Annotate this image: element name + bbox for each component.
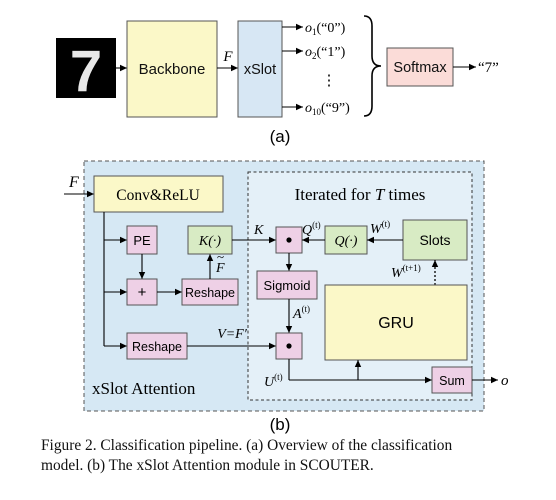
- sigmoid-label: Sigmoid: [264, 278, 311, 293]
- xslot-box: [237, 20, 283, 118]
- panel-a-tag: (a): [270, 127, 291, 146]
- figure-caption: Figure 2. Classification pipeline. (a) O…: [41, 436, 546, 476]
- slots-box: [402, 219, 468, 261]
- Q-label: Q(t): [302, 220, 321, 238]
- F-label-a: F: [222, 49, 233, 65]
- caption-line-1: Figure 2. Classification pipeline. (a) O…: [41, 437, 453, 454]
- reshape-upper-box: [181, 278, 239, 306]
- K-func-label: K(·): [198, 234, 222, 249]
- A-label: A(t): [292, 304, 310, 322]
- F-input-label: F: [68, 174, 79, 191]
- caption-line-2: model. (b) The xSlot Attention module in…: [41, 457, 374, 474]
- conv-relu-box: [93, 175, 224, 213]
- dot-upper-mark: [286, 237, 292, 243]
- dot-lower-mark: [286, 343, 292, 349]
- sum-box: [431, 366, 473, 394]
- reshape-lower-label: Reshape: [132, 340, 182, 354]
- backbone-label: Backbone: [139, 61, 206, 78]
- output-10: o10(“9”): [305, 101, 350, 117]
- F-tilde-label: F: [215, 261, 225, 276]
- V-label: V=F′: [217, 327, 248, 342]
- output-1: o1(“0”): [305, 21, 346, 37]
- xslot-label: xSlot: [244, 62, 276, 78]
- output-2: o2(“1”): [305, 45, 346, 61]
- slots-label: Slots: [419, 232, 450, 248]
- W-next-label: W(t+1): [391, 263, 421, 281]
- reshape-lower-box: [126, 332, 188, 360]
- pe-box: [126, 225, 158, 255]
- pe-label: PE: [133, 233, 151, 248]
- K-label: K: [253, 223, 264, 238]
- output-dots: ⋮: [322, 73, 337, 89]
- F-tilde-mark: ~: [217, 249, 224, 264]
- W-label: W(t): [370, 219, 390, 237]
- module-title: xSlot Attention: [92, 379, 196, 398]
- panel-b-tag: (b): [270, 415, 291, 434]
- digit-image: [56, 38, 116, 98]
- gru-box: [324, 284, 468, 361]
- conv-relu-label: Conv&ReLU: [116, 187, 200, 204]
- result-label: “7”: [478, 60, 499, 76]
- reshape-upper-label: Reshape: [185, 286, 235, 300]
- gru-label: GRU: [378, 315, 414, 332]
- panel-b: Iterated for T times F Conv&ReLU PE + Re…: [64, 160, 509, 434]
- panel-a: 7 Backbone F xSlot o1(“0”) o2(“1”) ⋮ o10…: [56, 15, 499, 146]
- backbone-box: [126, 20, 218, 118]
- softmax-label: Softmax: [393, 60, 447, 76]
- Q-func-label: Q(·): [335, 234, 358, 249]
- plus-label: +: [138, 284, 147, 301]
- plus-box: [126, 278, 158, 306]
- sigmoid-box: [256, 270, 318, 300]
- sum-label: Sum: [439, 374, 465, 388]
- output-brace: [363, 15, 382, 117]
- o-out-label: o: [501, 373, 509, 389]
- K-func-box: [187, 225, 233, 255]
- iterated-title: Iterated for T times: [295, 185, 426, 204]
- U-label: U(t): [264, 372, 283, 390]
- digit-glyph: 7: [70, 39, 102, 104]
